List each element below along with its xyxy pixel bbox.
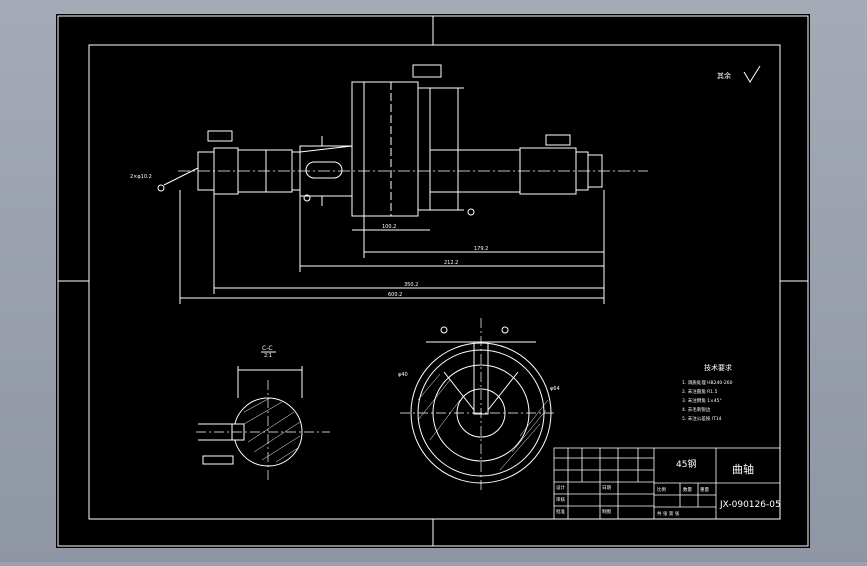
- dim-bore-label: φ64: [550, 386, 560, 392]
- dim-overall-label: 600.2: [388, 292, 402, 298]
- shaft-main-view: [157, 64, 648, 304]
- crank-end-view: [400, 318, 556, 490]
- dim-fifth-label: 100.2: [382, 224, 396, 230]
- material-label: 45钢: [676, 458, 696, 470]
- tech-line: 1. 调质处理 HB240-260: [682, 379, 733, 386]
- tb-drawn-label: 制图: [602, 508, 611, 515]
- dim-second-label: 350.2: [404, 282, 418, 288]
- tech-line: 3. 未注倒角 1×45°: [682, 397, 722, 404]
- part-name: 曲轴: [732, 462, 754, 476]
- section-scale: 2:1: [264, 353, 272, 359]
- dim-pin-label: φ40: [398, 372, 408, 378]
- tech-requirements: 技术要求 1. 调质处理 HB240-260 2. 未注圆角 R1.5 3. 未…: [682, 363, 733, 422]
- dim-third-label: 212.2: [444, 260, 458, 266]
- hole-callout: 2×φ10.2: [130, 174, 152, 180]
- tech-line: 4. 去毛刺锐边: [682, 406, 711, 413]
- tech-title: 技术要求: [704, 363, 732, 372]
- drawing-number: JX-090126-05: [719, 500, 781, 510]
- tb-design-label: 设计: [556, 484, 565, 491]
- drawing-sheet: [56, 14, 810, 548]
- inner-frame: [88, 44, 781, 520]
- tb-sheet-label: 共 张 第 张: [657, 510, 680, 517]
- tech-line: 5. 未注公差按 IT14: [682, 415, 722, 422]
- dim-fourth-label: 179.2: [474, 246, 488, 252]
- tb-weight-label: 重量: [700, 486, 709, 493]
- tb-date-label: 日期: [602, 485, 611, 491]
- tb-check-label: 审核: [556, 496, 565, 503]
- title-block: [553, 447, 781, 520]
- section-label: C-C: [262, 345, 273, 352]
- section-view: C-C 2:1: [196, 345, 330, 482]
- roughness-symbol-icon: [743, 65, 761, 83]
- tb-approve-label: 批准: [556, 508, 565, 515]
- tb-qty-label: 数量: [683, 486, 692, 493]
- tech-line: 2. 未注圆角 R1.5: [682, 388, 718, 395]
- roughness-note: 其余: [717, 71, 731, 80]
- tb-scale-label: 比例: [657, 486, 666, 493]
